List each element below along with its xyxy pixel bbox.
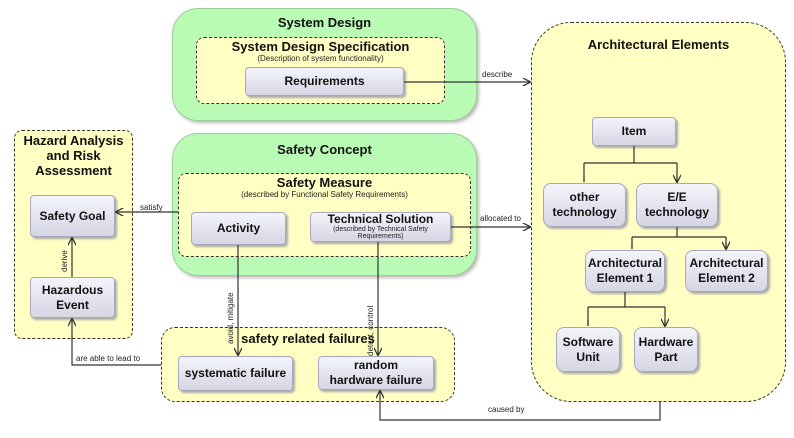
- safety-measure-title: Safety Measure: [276, 175, 373, 190]
- detect-label: detect, control: [366, 305, 375, 356]
- ee-tree-edge: [631, 227, 727, 249]
- safety-goal-node[interactable]: Safety Goal: [30, 195, 115, 237]
- technical-solution-node[interactable]: Technical Solution (described by Technic…: [310, 212, 451, 242]
- system-design-title: System Design: [277, 15, 372, 30]
- ee-technology-node[interactable]: E/E technology: [636, 183, 718, 227]
- derive-label: derive: [60, 250, 69, 272]
- ee-technology-label: E/E technology: [644, 190, 709, 219]
- requirements-node[interactable]: Requirements: [245, 67, 404, 96]
- architectural-element-2-node[interactable]: Architectural Element 2: [685, 250, 768, 292]
- other-technology-label: other technology: [552, 190, 617, 219]
- systematic-failure-node[interactable]: systematic failure: [178, 356, 293, 391]
- hazardous-event-node[interactable]: Hazardous Event: [30, 277, 115, 318]
- item-tree-edge: [583, 146, 678, 182]
- activity-node[interactable]: Activity: [191, 212, 286, 245]
- hardware-part-label: Hardware Part: [638, 334, 694, 364]
- lead-label: are able to lead to: [76, 354, 141, 363]
- caused-edge: [380, 391, 661, 421]
- safety-goal-label: Safety Goal: [39, 208, 106, 223]
- random-hardware-failure-label: random hardware failure: [329, 358, 423, 387]
- spec-subtitle: (Description of system functionality): [257, 54, 384, 63]
- hazardous-event-label: Hazardous Event: [41, 282, 104, 312]
- software-unit-label: Software Unit: [562, 334, 614, 364]
- architectural-elements-title: Architectural Elements: [587, 37, 730, 52]
- activity-label: Activity: [216, 221, 261, 235]
- describe-label: describe: [482, 70, 513, 79]
- ae1-tree-edge: [587, 292, 666, 326]
- allocated-label: allocated to: [480, 214, 521, 223]
- other-technology-node[interactable]: other technology: [543, 183, 626, 227]
- satisfy-label: satisfy: [140, 203, 163, 212]
- random-hardware-failure-node[interactable]: random hardware failure: [318, 356, 434, 390]
- architectural-element-2-label: Architectural Element 2: [689, 256, 764, 285]
- avoid-label: avoid, mitigate: [226, 292, 235, 344]
- hara-title: Hazard Analysis and Risk Assessment: [23, 133, 124, 178]
- item-node[interactable]: Item: [592, 117, 676, 146]
- requirements-label: Requirements: [284, 74, 365, 88]
- software-unit-node[interactable]: Software Unit: [556, 327, 620, 372]
- safety-concept-title: Safety Concept: [277, 142, 372, 157]
- safety-measure-subtitle: (described by Functional Safety Requirem…: [241, 190, 408, 199]
- systematic-failure-label: systematic failure: [184, 366, 287, 380]
- technical-solution-label: Technical Solution: [327, 212, 434, 227]
- item-label: Item: [621, 124, 647, 138]
- lead-edge: [72, 319, 161, 366]
- failures-title: safety related failures: [241, 331, 375, 346]
- technical-solution-subtitle: (described by Technical Safety Requireme…: [333, 225, 428, 241]
- spec-title: System Design Specification: [231, 39, 410, 54]
- architectural-element-1-label: Architectural Element 1: [587, 256, 663, 285]
- architectural-element-1-node[interactable]: Architectural Element 1: [585, 250, 665, 292]
- caused-label: caused by: [488, 405, 525, 414]
